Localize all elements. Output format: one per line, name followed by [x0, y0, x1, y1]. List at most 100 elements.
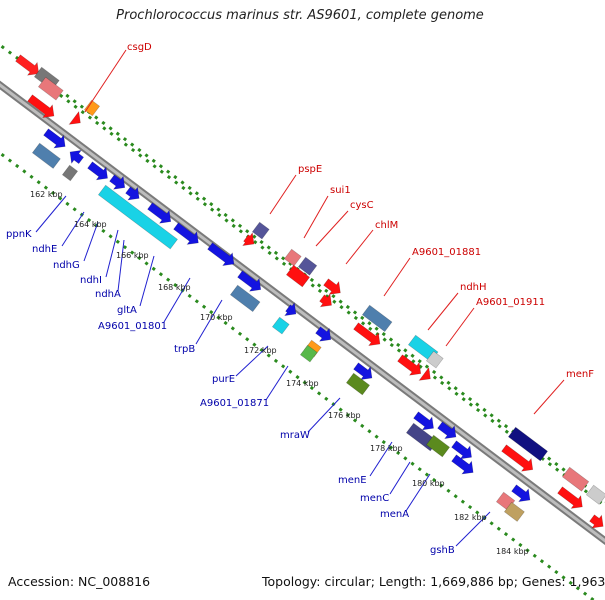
cds-reverse-shape — [507, 426, 548, 462]
gene-label-ndhE: ndhE — [32, 244, 57, 255]
cds-reverse — [87, 161, 108, 181]
gene-label-menA: menA — [380, 509, 409, 520]
leader-line — [307, 397, 341, 433]
cds-reverse-shape — [173, 222, 199, 245]
leader-line — [383, 257, 411, 297]
backbone-line-inner — [0, 83, 605, 543]
kbp-tick-label: 174 kbp — [286, 379, 319, 388]
leader-line — [369, 441, 393, 477]
gene-labels: csgDpspEsui1cysCchlMA9601_01881ndhHA9601… — [6, 42, 594, 556]
gene-label-A9601_01881: A9601_01881 — [412, 247, 481, 258]
misc-feature — [251, 221, 270, 240]
leader-line — [315, 210, 349, 247]
kbp-tick-label: 166 kbp — [116, 251, 149, 260]
cds-forward-shape — [285, 264, 311, 288]
cds-forward-shape — [353, 322, 381, 347]
genome-summary-text: Topology: circular; Length: 1,669,886 bp… — [262, 574, 605, 589]
cds-reverse-shape — [353, 362, 373, 381]
cds-forward-shape — [361, 304, 393, 333]
cds-forward — [319, 293, 332, 308]
misc-feature-shape — [503, 501, 525, 522]
kbp-tick-label: 178 kbp — [370, 444, 403, 453]
gene-label-gshB: gshB — [430, 545, 455, 556]
cds-reverse-shape — [109, 174, 126, 190]
misc-feature — [299, 344, 318, 363]
cds-forward — [418, 366, 431, 381]
cds-reverse-shape — [31, 142, 61, 169]
rna-feature — [271, 316, 290, 335]
kbp-tick-label: 172 kbp — [244, 346, 277, 355]
cds-forward-shape — [15, 54, 40, 76]
label-leader-lines — [35, 49, 565, 547]
gene-label-sui1: sui1 — [330, 185, 351, 196]
cds-reverse-shape — [315, 326, 332, 342]
cds-forward-shape — [501, 444, 534, 472]
misc-feature — [585, 484, 605, 505]
misc-feature-shape — [297, 256, 318, 276]
gene-label-cysC: cysC — [350, 200, 374, 211]
kbp-tick-label: 170 kbp — [200, 313, 233, 322]
cds-reverse-shape — [237, 270, 262, 292]
kbp-tick-label: 184 kbp — [496, 547, 529, 556]
cds-reverse — [451, 440, 472, 460]
misc-feature-shape — [561, 466, 590, 492]
gene-features — [15, 54, 605, 529]
cds-reverse — [237, 270, 262, 292]
leader-line — [83, 221, 99, 262]
cds-forward-shape — [68, 110, 81, 125]
kbp-tick-label: 180 kbp — [412, 479, 445, 488]
misc-feature — [297, 256, 318, 276]
cds-forward — [323, 278, 341, 295]
leader-line — [405, 473, 431, 512]
gene-label-ndhI: ndhI — [80, 275, 102, 286]
misc-feature-shape — [283, 248, 302, 267]
kbp-tick-label: 182 kbp — [454, 513, 487, 522]
cds-reverse-shape — [437, 421, 457, 440]
cds-reverse — [413, 411, 434, 431]
cds-reverse — [315, 326, 332, 342]
rna-feature-shape — [271, 316, 290, 335]
misc-feature-shape — [425, 350, 444, 369]
cds-reverse-shape — [451, 440, 472, 460]
misc-feature-shape — [251, 221, 270, 240]
cds-forward-shape — [323, 278, 341, 295]
leader-line — [269, 174, 297, 215]
cds-reverse — [69, 150, 85, 165]
leader-line — [427, 292, 459, 331]
leader-line — [445, 307, 475, 347]
misc-feature-shape — [585, 484, 605, 505]
map-title: Prochlorococcus marinus str. AS9601, com… — [116, 8, 484, 23]
rna-feature-shape — [97, 184, 178, 250]
genome-backbone — [0, 80, 605, 546]
leader-line — [195, 299, 223, 345]
leader-line — [455, 511, 491, 547]
cds-reverse-shape — [207, 242, 235, 267]
cds-reverse — [147, 202, 172, 224]
gene-label-gltA: gltA — [117, 305, 137, 316]
cds-reverse-shape — [413, 411, 434, 431]
cds-forward-shape — [589, 514, 604, 529]
leader-line — [139, 255, 155, 307]
rna-feature — [97, 184, 178, 250]
gene-label-purE: purE — [212, 374, 235, 385]
cds-forward — [361, 304, 393, 333]
leader-line — [303, 195, 329, 239]
cds-forward — [589, 514, 604, 529]
cds-forward — [353, 322, 381, 347]
misc-feature — [425, 350, 444, 369]
leader-line — [235, 345, 269, 377]
cds-reverse — [507, 426, 548, 462]
cds-reverse-shape — [43, 128, 66, 149]
gene-label-mraW: mraW — [280, 430, 310, 441]
leader-line — [345, 229, 374, 265]
cds-reverse — [43, 128, 66, 149]
leader-line — [61, 211, 85, 247]
kbp-tick-label: 164 kbp — [74, 220, 107, 229]
cds-reverse-shape — [125, 186, 140, 201]
leader-line — [533, 379, 565, 415]
leader-line — [35, 195, 67, 233]
gene-label-pspE: pspE — [298, 164, 322, 175]
gene-label-menE: menE — [338, 475, 367, 486]
